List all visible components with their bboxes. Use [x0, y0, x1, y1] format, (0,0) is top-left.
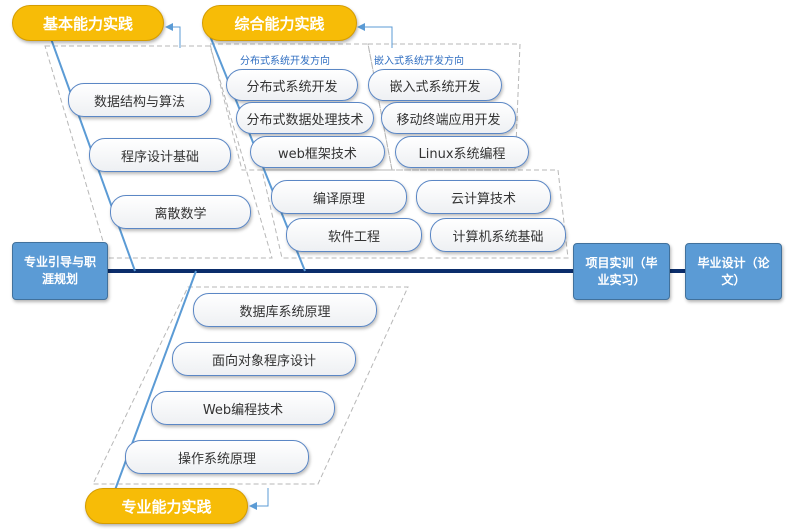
course-distributed-systems: 分布式系统开发: [226, 69, 358, 101]
course-cloud-computing: 云计算技术: [416, 180, 551, 214]
comprehensive-arrow: [357, 23, 393, 48]
professional-practice-header: 专业能力实践: [85, 488, 248, 524]
distributed-group-frame: [209, 43, 393, 171]
professional-arrow: [249, 488, 269, 510]
course-database: 数据库系统原理: [193, 293, 377, 327]
professional-group-frame: [92, 286, 409, 485]
course-embedded-dev: 嵌入式系统开发: [368, 69, 502, 101]
course-distributed-data: 分布式数据处理技术: [236, 102, 374, 134]
course-data-structures: 数据结构与算法: [68, 83, 211, 117]
course-web-framework: web框架技术: [250, 136, 385, 168]
distributed-direction-label: 分布式系统开发方向: [240, 56, 330, 67]
project-training-node: 项目实训（毕业实习）: [573, 243, 670, 300]
course-discrete-math: 离散数学: [110, 195, 251, 229]
course-software-engineering: 软件工程: [286, 218, 422, 252]
basic-arrow: [165, 23, 181, 48]
course-oop: 面向对象程序设计: [172, 342, 356, 376]
course-computer-systems: 计算机系统基础: [430, 218, 566, 252]
comprehensive-lower-frame: [261, 169, 569, 259]
course-mobile-dev: 移动终端应用开发: [381, 102, 516, 134]
course-compiler: 编译原理: [271, 180, 407, 214]
career-guidance-node: 专业引导与职涯规划: [12, 242, 108, 300]
embedded-direction-label: 嵌入式系统开发方向: [374, 56, 464, 67]
basic-practice-header: 基本能力实践: [12, 5, 164, 41]
course-linux-programming: Linux系统编程: [395, 136, 529, 168]
course-web-programming: Web编程技术: [151, 391, 335, 425]
course-programming-basics: 程序设计基础: [89, 138, 231, 172]
comprehensive-practice-header: 综合能力实践: [202, 5, 357, 41]
course-operating-systems: 操作系统原理: [125, 440, 309, 474]
graduation-thesis-node: 毕业设计（论文）: [685, 243, 782, 300]
basic-group-frame: [44, 45, 273, 259]
